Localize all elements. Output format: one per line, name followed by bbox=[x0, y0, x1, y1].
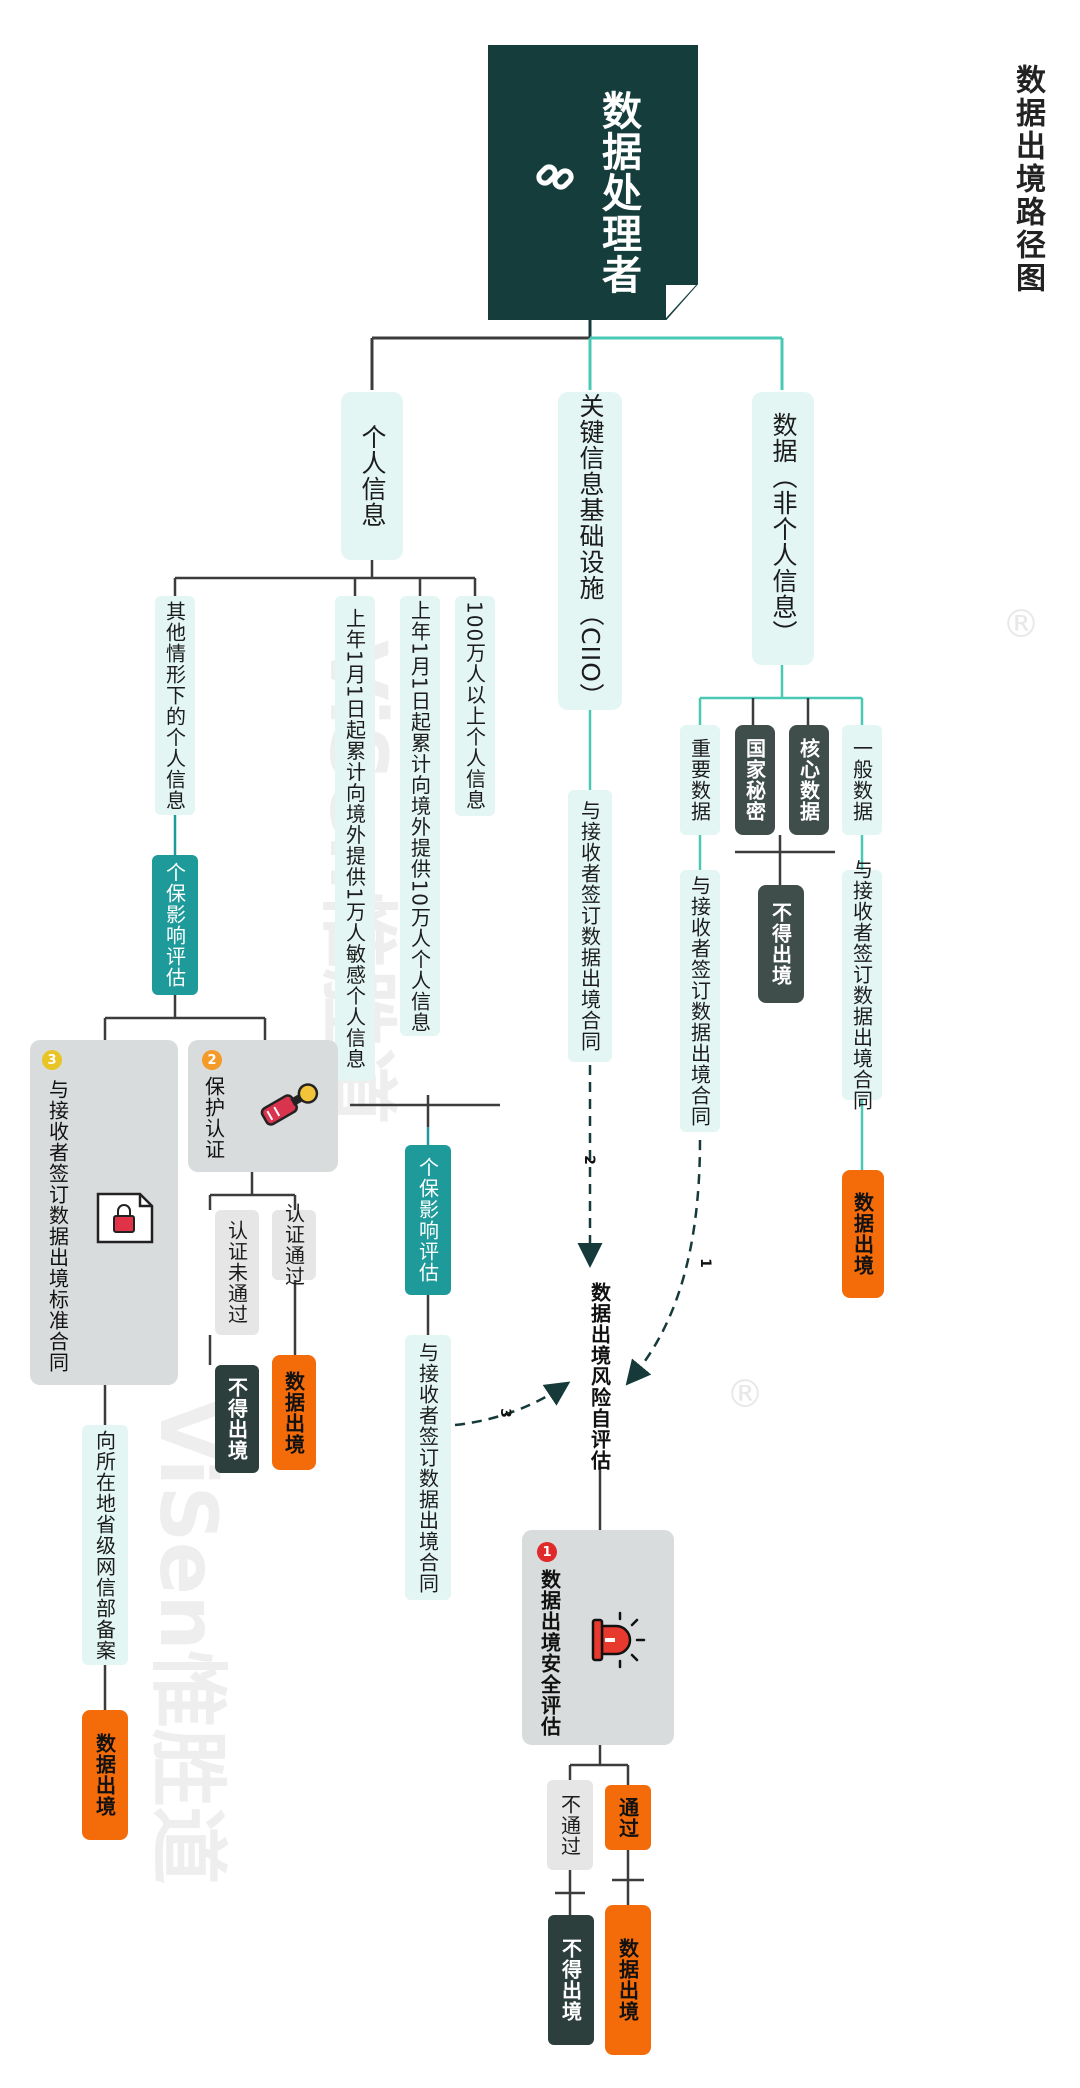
personal-pia: 个保影响评估 bbox=[405, 1145, 451, 1295]
certification-panel: 2 保护认证 bbox=[188, 1040, 338, 1172]
arrow-label-1: 1 bbox=[696, 1258, 713, 1268]
node-important-data: 重要数据 bbox=[680, 725, 720, 835]
risk-self-assessment: 数据出境风险自评估 bbox=[587, 1281, 612, 1471]
security-fail-result: 不得出境 bbox=[548, 1915, 594, 2045]
security-fail: 不通过 bbox=[547, 1780, 593, 1870]
standard-contract-filing: 向所在地省级网信部备案 bbox=[82, 1425, 128, 1665]
standard-contract-panel: 3 与接收者签订数据出境标准合同 bbox=[30, 1040, 178, 1385]
general-result-export: 数据出境 bbox=[842, 1170, 884, 1298]
node-general-data: 一般数据 bbox=[842, 725, 882, 835]
personal-item-10k-sensitive: 上年1月1日起累计向境外提供1万人敏感个人信息 bbox=[335, 596, 375, 1081]
page-title: 数据出境路径图 bbox=[1010, 64, 1045, 295]
watermark-registered-top: ® bbox=[1002, 602, 1040, 646]
general-contract: 与接收者签订数据出境合同 bbox=[842, 859, 882, 1111]
arrow-label-3: 3 bbox=[496, 1408, 513, 1418]
security-assessment-label: 数据出境安全评估 bbox=[537, 1568, 562, 1737]
root-label: 数据处理者 bbox=[595, 90, 641, 295]
standard-contract-result: 数据出境 bbox=[82, 1710, 128, 1840]
core-secret-forbidden: 不得出境 bbox=[758, 885, 804, 1003]
node-core-data: 核心数据 bbox=[789, 725, 829, 835]
personal-item-100k: 上年1月1日起累计向境外提供10万人个人信息 bbox=[400, 596, 440, 1036]
security-assessment-badge: 1 bbox=[537, 1542, 557, 1562]
security-pass-result: 数据出境 bbox=[605, 1905, 651, 2055]
personal-other: 其他情形下的个人信息 bbox=[155, 596, 195, 815]
personal-other-pia: 个保影响评估 bbox=[152, 855, 198, 995]
root-node: 数据处理者 bbox=[488, 45, 698, 320]
certification-badge: 2 bbox=[202, 1050, 222, 1070]
branch-data: 数据（非个人信息） bbox=[752, 392, 814, 665]
watermark-registered-bottom: ® bbox=[726, 1372, 764, 1416]
standard-contract-label: 与接收者签订数据出境标准合同 bbox=[45, 1078, 70, 1373]
locked-document-icon bbox=[96, 1192, 154, 1244]
security-pass: 通过 bbox=[605, 1785, 651, 1850]
certification-fail: 认证未通过 bbox=[215, 1210, 259, 1335]
security-assessment-panel: 1 数据出境安全评估 bbox=[522, 1530, 674, 1745]
chain-link-icon bbox=[536, 164, 574, 190]
certification-fail-result: 不得出境 bbox=[215, 1365, 259, 1473]
branch-ciio: 关键信息基础设施（CIIO） bbox=[558, 392, 622, 710]
ciio-contract: 与接收者签订数据出境合同 bbox=[568, 790, 612, 1062]
personal-item-1m: 100万人以上个人信息 bbox=[455, 596, 495, 816]
standard-contract-badge: 3 bbox=[42, 1050, 62, 1070]
arrow-label-2: 2 bbox=[580, 1155, 597, 1165]
root-node-bg bbox=[488, 45, 698, 320]
certification-pass-result: 数据出境 bbox=[272, 1355, 316, 1470]
certification-pass: 认证通过 bbox=[272, 1203, 316, 1287]
alarm-siren-icon bbox=[591, 1611, 646, 1669]
stamp-icon bbox=[260, 1083, 319, 1126]
node-state-secret: 国家秘密 bbox=[735, 725, 775, 835]
personal-contract: 与接收者签订数据出境合同 bbox=[405, 1335, 451, 1600]
important-contract: 与接收者签订数据出境合同 bbox=[680, 870, 720, 1132]
certification-label: 保护认证 bbox=[201, 1076, 226, 1160]
branch-personal: 个人信息 bbox=[341, 392, 403, 560]
